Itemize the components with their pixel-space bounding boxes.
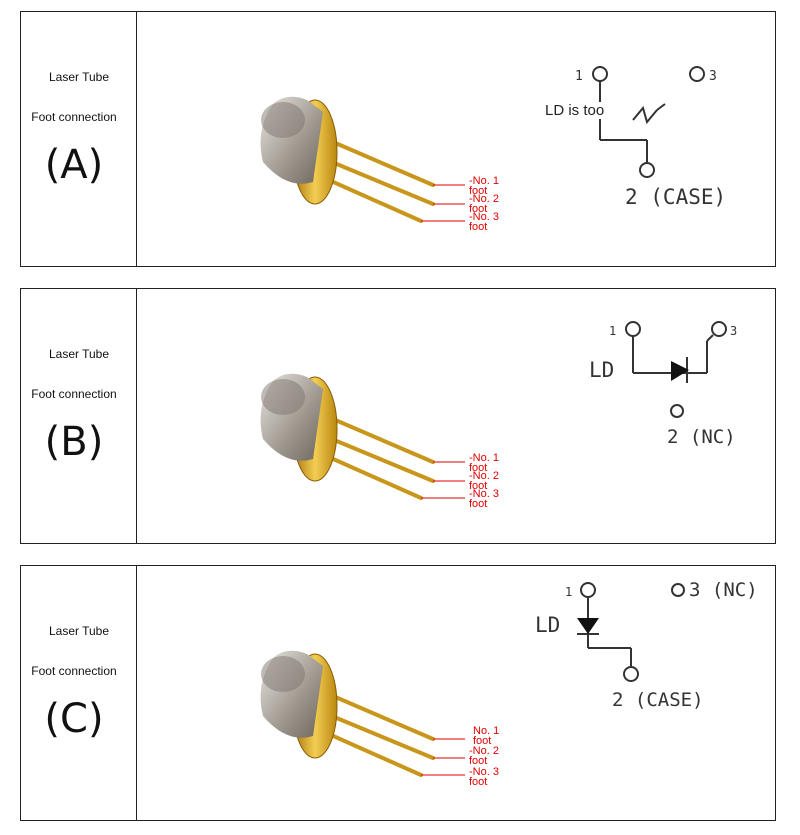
variant-letter: (A) <box>44 142 104 188</box>
diode-symbol <box>671 361 689 381</box>
schematic-a <box>592 66 705 178</box>
panel-b-side-label: Laser Tube Foot connection (B) <box>21 289 137 543</box>
panel-c-side-label: Laser Tube Foot connection (C) <box>21 566 137 820</box>
pin3-number: 3 <box>709 69 717 84</box>
variant-letter: (B) <box>44 419 104 465</box>
schematic-b <box>625 321 727 418</box>
pin1-number: 1 <box>565 585 572 599</box>
ld-label: LD <box>535 613 560 637</box>
pin1-number: 1 <box>609 324 616 338</box>
panel-a-side-label: Laser Tube Foot connection (A) <box>21 12 137 266</box>
laser-diode-photo: 1 3 (NC) LD 2 (CASE) <box>260 579 758 777</box>
ld-label: LD <box>589 358 614 382</box>
laser-diode-photo: 1 3 LD 2 (NC) <box>260 321 737 500</box>
pin3-nc-label: 3 (NC) <box>689 579 758 601</box>
pin2-case-label: 2 (CASE) <box>612 689 704 711</box>
pin2-case-label: 2 (CASE) <box>625 185 726 209</box>
foot-connection-label: Foot connection <box>31 387 117 401</box>
panel-c: Laser Tube Foot connection (C) <box>20 565 776 821</box>
foot-connection-label: Foot connection <box>31 664 117 678</box>
laser-tube-label: Laser Tube <box>48 347 110 361</box>
panel-b: Laser Tube Foot connection (B) <box>20 288 776 544</box>
pin1-number: 1 <box>575 69 583 84</box>
foot-connection-label: Foot connection <box>31 110 117 124</box>
schematic-c <box>577 582 685 682</box>
laser-tube-label: Laser Tube <box>48 70 110 84</box>
panel-a: Laser Tube Foot connection (A) <box>20 11 776 267</box>
laser-tube-label: Laser Tube <box>48 624 110 638</box>
laser-diode-photo: 1 3 2 (CASE) <box>260 66 726 223</box>
ld-note: LD is too <box>545 102 605 119</box>
variant-letter: (C) <box>44 696 104 742</box>
diode-symbol <box>577 618 599 634</box>
pin3-number: 3 <box>730 324 737 338</box>
pin2-nc-label: 2 (NC) <box>667 426 736 448</box>
